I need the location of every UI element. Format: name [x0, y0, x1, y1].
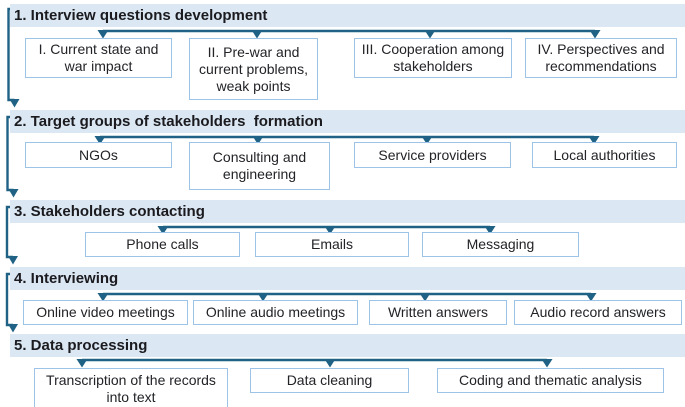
arrow-down-icon	[97, 293, 109, 302]
arrow-down-icon	[421, 136, 433, 145]
arrow-down-icon	[9, 99, 20, 108]
arrow-down-icon	[589, 30, 601, 39]
arrow-down-icon	[8, 256, 18, 265]
arrow-down-icon	[484, 226, 496, 235]
stage-box: NGOs	[25, 142, 172, 168]
stage-header-5: 5. Data processing	[10, 334, 685, 357]
stage-box: Local authorities	[532, 142, 677, 168]
arrow-down-icon	[419, 293, 431, 302]
stage-box: Online video meetings	[23, 300, 188, 325]
stage-box: III. Cooperation among stakeholders	[354, 38, 512, 78]
stage-header-4: 4. Interviewing	[10, 267, 685, 290]
stage-box: Data cleaning	[250, 368, 409, 393]
stage-box: Messaging	[422, 232, 579, 257]
stage-box: Audio record answers	[514, 300, 682, 325]
arrow-down-icon	[97, 30, 109, 39]
stage-box: IV. Perspectives and recommendations	[525, 38, 677, 78]
stage-box: I. Current state and war impact	[25, 38, 172, 78]
stage-box: Consulting and engineering	[189, 142, 330, 190]
stage-box: Coding and thematic analysis	[437, 368, 664, 393]
arrow-down-icon	[585, 293, 597, 302]
stage-box: Online audio meetings	[193, 300, 358, 325]
stage-box: II. Pre-war and current problems, weak p…	[189, 38, 318, 100]
arrow-down-icon	[424, 30, 436, 39]
arrow-down-icon	[252, 136, 264, 145]
arrow-down-icon	[8, 324, 18, 333]
stage-header-2: 2. Target groups of stakeholders formati…	[10, 110, 685, 133]
arrow-down-icon	[324, 359, 336, 368]
distribution-line-stage1	[97, 29, 601, 39]
distribution-line-stage2	[94, 135, 600, 145]
distribution-line-stage4	[97, 292, 597, 302]
arrow-down-icon	[257, 293, 269, 302]
arrow-down-icon	[588, 136, 600, 145]
arrow-down-icon	[324, 226, 336, 235]
arrow-down-icon	[76, 359, 88, 368]
stage-box: Phone calls	[85, 232, 240, 257]
arrow-down-icon	[157, 226, 169, 235]
arrow-down-icon	[8, 189, 19, 198]
stage-box: Transcription of the records into text	[34, 368, 228, 407]
arrow-down-icon	[541, 359, 553, 368]
arrow-down-icon	[251, 30, 263, 39]
distribution-line-stage5	[76, 358, 553, 368]
stage-box: Emails	[255, 232, 409, 257]
stage-box: Service providers	[354, 142, 511, 168]
distribution-line-stage3	[157, 225, 496, 235]
stage-header-3: 3. Stakeholders contacting	[10, 200, 685, 223]
arrow-down-icon	[94, 136, 106, 145]
stage-header-1: 1. Interview questions development	[10, 4, 685, 27]
stage-box: Written answers	[369, 300, 507, 325]
